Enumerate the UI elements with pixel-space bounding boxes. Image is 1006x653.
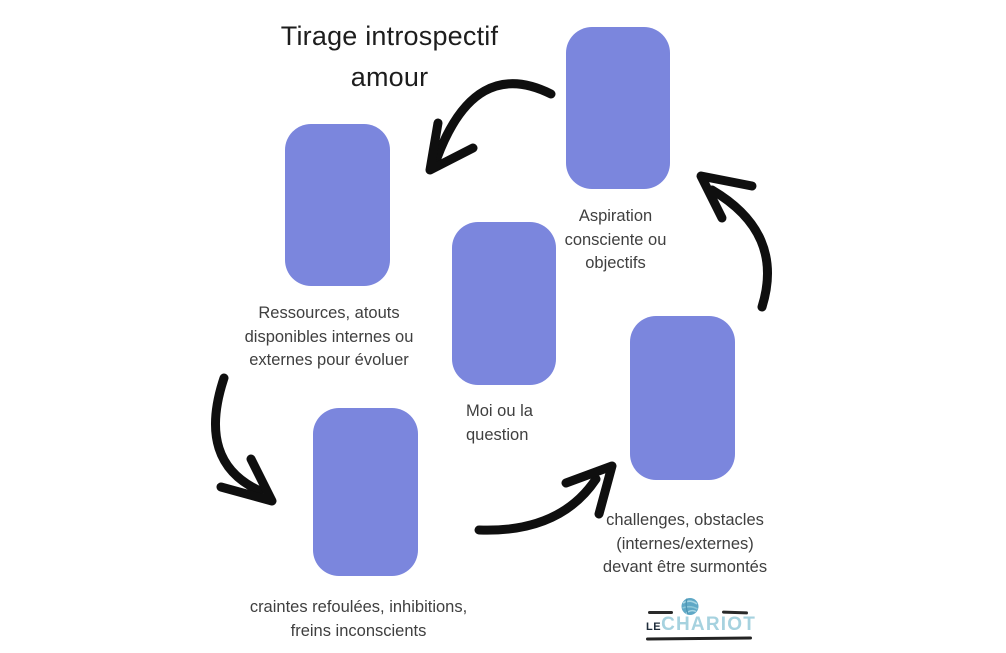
logo-wordmark: LE CHARIOT [646, 614, 755, 636]
card-ressources [285, 124, 390, 286]
le-chariot-logo: LE CHARIOT [645, 596, 755, 641]
logo-underline [645, 636, 753, 641]
card-moi [452, 222, 556, 385]
label-ressources: Ressources, atouts disponibles internes … [244, 304, 414, 369]
card-aspiration [566, 27, 670, 189]
yarn-ball-icon [681, 598, 699, 615]
label-craintes: craintes refoulées, inhibitions, freins … [249, 598, 468, 640]
logo-right-dash [721, 610, 749, 614]
logo-le-text: LE [646, 621, 662, 633]
logo-chariot-text: CHARIOT [661, 614, 757, 635]
curved-arrow-up-left-icon [696, 171, 772, 312]
curved-arrow-down-right-icon [210, 373, 277, 506]
label-aspiration: Aspiration consciente ou objectifs [564, 207, 667, 272]
diagram-title: Tirage introspectif amour [280, 21, 499, 92]
card-craintes [313, 408, 418, 576]
card-challenges [630, 316, 735, 480]
label-challenges: challenges, obstacles (internes/externes… [602, 511, 768, 576]
logo-ornament [646, 596, 752, 618]
label-moi: Moi ou la question [466, 402, 533, 444]
logo-left-dash [648, 611, 673, 614]
